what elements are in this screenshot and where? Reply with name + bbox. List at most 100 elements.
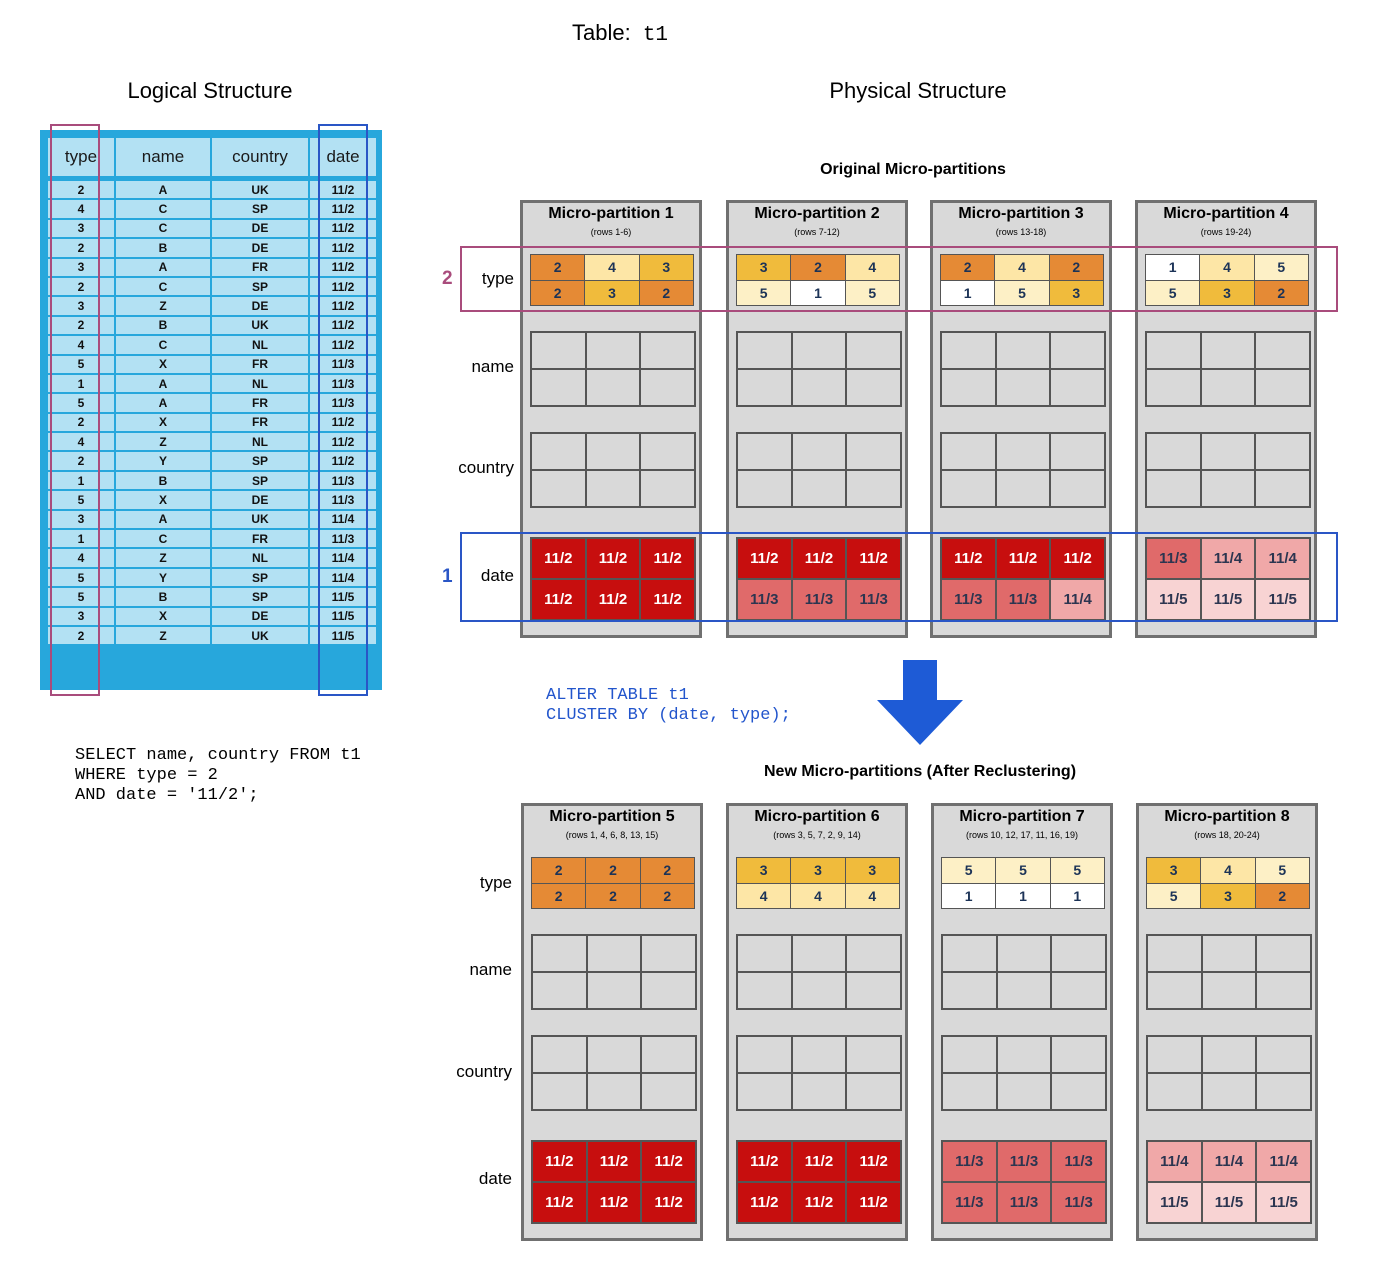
partition-title: Micro-partition 6	[754, 808, 880, 825]
type-value-cell: 5	[845, 280, 899, 305]
cell-name: B	[114, 469, 212, 492]
empty-cell	[792, 434, 846, 469]
date-value-cell: 11/3	[738, 580, 791, 619]
cell-country: FR	[210, 353, 310, 375]
type-value-cell: 3	[791, 858, 845, 883]
date-value-cell: 11/5	[1256, 580, 1309, 619]
country-values-grid	[940, 432, 1106, 508]
empty-cell	[997, 973, 1051, 1008]
empty-cell	[641, 434, 694, 469]
type-value-cell: 3	[1200, 280, 1254, 305]
type-value-cell: 2	[586, 858, 640, 883]
partition-title: Micro-partition 4	[1163, 205, 1289, 222]
country-values-grid	[531, 1035, 697, 1111]
empty-cell	[738, 1074, 791, 1109]
alter-statement: ALTER TABLE t1 CLUSTER BY (date, type);	[546, 686, 791, 725]
empty-cell	[1256, 434, 1309, 469]
date-value-cell: 11/2	[586, 580, 640, 619]
empty-cell	[586, 471, 640, 506]
date-value-cell: 11/3	[792, 580, 846, 619]
empty-cell	[641, 333, 694, 368]
cell-name: Z	[114, 431, 212, 453]
cell-country: DE	[210, 605, 310, 628]
cell-name: Z	[114, 624, 212, 647]
empty-cell	[1202, 1074, 1256, 1109]
date-value-cell: 11/2	[587, 1183, 641, 1222]
partition-rows: (rows 18, 20-24)	[1194, 830, 1260, 840]
type-value-cell: 2	[532, 883, 586, 908]
empty-cell	[792, 1074, 846, 1109]
cell-country: NL	[210, 372, 310, 395]
type-value-cell: 5	[1255, 858, 1309, 883]
cell-name: A	[114, 392, 212, 414]
empty-cell	[587, 1074, 641, 1109]
column-header-date: date	[308, 136, 378, 181]
date-value-cell: 11/3	[943, 1183, 996, 1222]
type-value-cell: 5	[737, 280, 791, 305]
date-value-cell: 11/2	[641, 539, 694, 578]
empty-cell	[1257, 1037, 1310, 1072]
type-value-cell: 4	[845, 883, 899, 908]
empty-cell	[942, 333, 995, 368]
cell-type: 4	[46, 198, 116, 220]
empty-cell	[642, 1074, 695, 1109]
empty-cell	[533, 1037, 586, 1072]
empty-cell	[532, 471, 585, 506]
type-value-cell: 1	[941, 280, 995, 305]
empty-cell	[792, 973, 846, 1008]
page-title-label: Table:	[571, 20, 631, 45]
column-header-country: country	[210, 136, 310, 181]
type-value-cell: 4	[995, 255, 1049, 280]
date-value-cell: 11/2	[996, 539, 1050, 578]
cell-country: UK	[210, 314, 310, 337]
empty-cell	[532, 434, 585, 469]
empty-cell	[642, 973, 695, 1008]
empty-cell	[943, 973, 996, 1008]
empty-cell	[533, 973, 586, 1008]
date-value-cell: 11/2	[533, 1142, 586, 1181]
date-value-cell: 11/3	[942, 580, 995, 619]
empty-cell	[586, 333, 640, 368]
cell-date: 11/3	[308, 489, 378, 511]
name-values-grid	[1146, 934, 1312, 1010]
cell-date: 11/4	[308, 547, 378, 569]
new-micro-partition: Micro-partition 5(rows 1, 4, 6, 8, 13, 1…	[521, 803, 703, 1241]
empty-cell	[738, 370, 791, 405]
date-value-cell: 11/2	[738, 539, 791, 578]
date-row-highlight	[460, 532, 1338, 622]
date-value-cell: 11/2	[847, 539, 900, 578]
date-value-cell: 11/2	[642, 1142, 695, 1181]
cell-name: X	[114, 605, 212, 628]
type-value-cell: 2	[1254, 280, 1308, 305]
cell-date: 11/2	[308, 314, 378, 337]
empty-cell	[1052, 973, 1105, 1008]
type-value-cell: 1	[942, 883, 996, 908]
type-value-cell: 5	[1254, 255, 1308, 280]
type-value-cell: 2	[586, 883, 640, 908]
cell-name: C	[114, 528, 212, 550]
empty-cell	[1051, 333, 1104, 368]
cell-type: 1	[46, 372, 116, 395]
cell-country: SP	[210, 198, 310, 220]
name-values-grid	[736, 331, 902, 407]
empty-cell	[586, 370, 640, 405]
country-values-grid	[1146, 1035, 1312, 1111]
empty-cell	[587, 973, 641, 1008]
empty-cell	[847, 1037, 900, 1072]
cell-name: C	[114, 217, 212, 240]
